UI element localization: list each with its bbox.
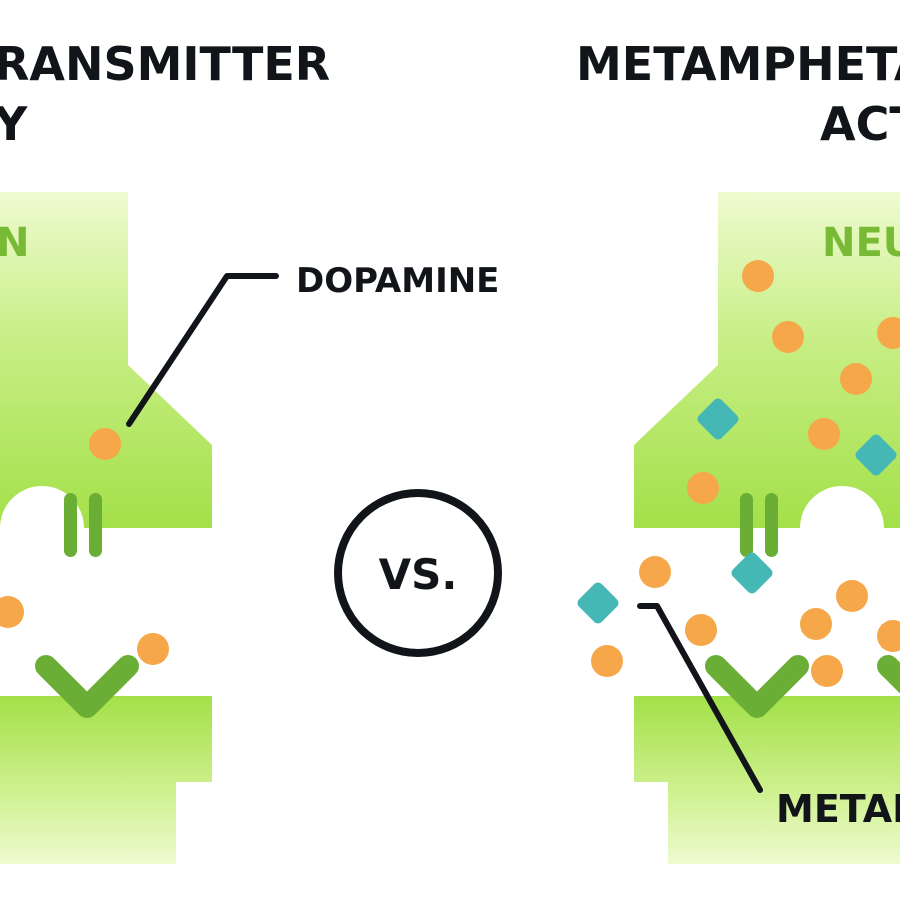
dopamine-molecule	[877, 620, 900, 652]
left-neuron-label: N	[0, 220, 29, 266]
meth-molecule	[731, 552, 773, 594]
right-title-line1: METAMPHETA	[576, 37, 900, 91]
dopamine-molecule	[811, 655, 843, 687]
dopamine-molecule	[639, 556, 671, 588]
right-postsynaptic-neuron	[634, 696, 900, 864]
dopamine-molecule	[742, 260, 774, 292]
right-neuron-label: NEU	[822, 220, 900, 266]
left-title-line2: Y	[0, 97, 28, 151]
vs-label: VS.	[379, 550, 458, 599]
left-presynaptic-neuron	[0, 192, 212, 528]
dopamine-molecule	[808, 418, 840, 450]
right-panel: METAMPHETA ACT NEU ME	[576, 37, 900, 864]
right-receptor	[877, 655, 900, 694]
meth-molecule	[697, 398, 739, 440]
meth-molecule	[855, 434, 897, 476]
dopamine-label: DOPAMINE	[296, 261, 499, 301]
dopamine-molecule	[836, 580, 868, 612]
left-panel: RANSMITTER Y N DOPAMINE	[0, 37, 499, 864]
dopamine-molecule	[685, 614, 717, 646]
meth-molecule	[577, 582, 619, 624]
left-release-channel-bar	[64, 493, 77, 557]
left-receptor	[35, 655, 139, 718]
dopamine-molecule	[877, 317, 900, 349]
dopamine-molecule	[840, 363, 872, 395]
meth-label: METAI	[776, 787, 900, 831]
right-title-line2: ACT	[820, 97, 900, 151]
right-receptor	[705, 655, 809, 718]
dopamine-callout-line	[126, 273, 279, 427]
dopamine-molecule	[89, 428, 121, 460]
dopamine-molecule	[687, 472, 719, 504]
dopamine-molecule	[0, 596, 24, 628]
left-postsynaptic-neuron	[0, 696, 212, 864]
vs-circle	[334, 489, 502, 657]
dopamine-molecule	[591, 645, 623, 677]
left-release-channel-bar	[89, 493, 102, 557]
dopamine-molecule	[137, 633, 169, 665]
dopamine-molecule	[772, 321, 804, 353]
left-title-line1: RANSMITTER	[0, 37, 330, 91]
dopamine-molecule	[800, 608, 832, 640]
meth-callout-line	[637, 603, 763, 793]
right-release-channel-bar	[740, 493, 753, 557]
right-release-channel-bar	[765, 493, 778, 557]
vs-badge: VS.	[334, 489, 502, 657]
